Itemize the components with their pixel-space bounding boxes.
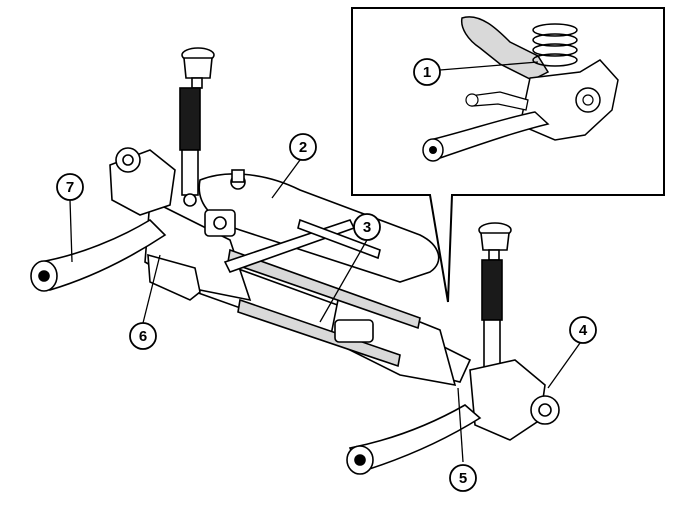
shock-absorber-right bbox=[478, 222, 512, 382]
callout-6: 6 bbox=[129, 322, 157, 350]
callout-2: 2 bbox=[289, 133, 317, 161]
trailing-arm-left bbox=[30, 218, 167, 292]
callout-5: 5 bbox=[449, 464, 477, 492]
right-knuckle bbox=[469, 359, 560, 441]
callout-7-label: 7 bbox=[66, 179, 74, 196]
leader-lines bbox=[69, 61, 581, 463]
left-knuckle bbox=[109, 147, 176, 216]
callout-6-label: 6 bbox=[139, 328, 147, 345]
callout-1: 1 bbox=[413, 58, 441, 86]
callout-7: 7 bbox=[56, 173, 84, 201]
shock-absorber-left bbox=[179, 47, 215, 207]
callout-4-label: 4 bbox=[579, 322, 588, 339]
callout-3-label: 3 bbox=[363, 219, 371, 236]
callout-3: 3 bbox=[353, 213, 381, 241]
subframe bbox=[144, 169, 472, 387]
trailing-arm-right bbox=[346, 404, 482, 475]
lower-arm-left bbox=[147, 253, 201, 301]
coil-spring bbox=[532, 23, 578, 67]
callout-5-label: 5 bbox=[459, 470, 467, 487]
callout-2-label: 2 bbox=[299, 139, 307, 156]
callout-1-label: 1 bbox=[423, 64, 431, 81]
callout-4: 4 bbox=[569, 316, 597, 344]
